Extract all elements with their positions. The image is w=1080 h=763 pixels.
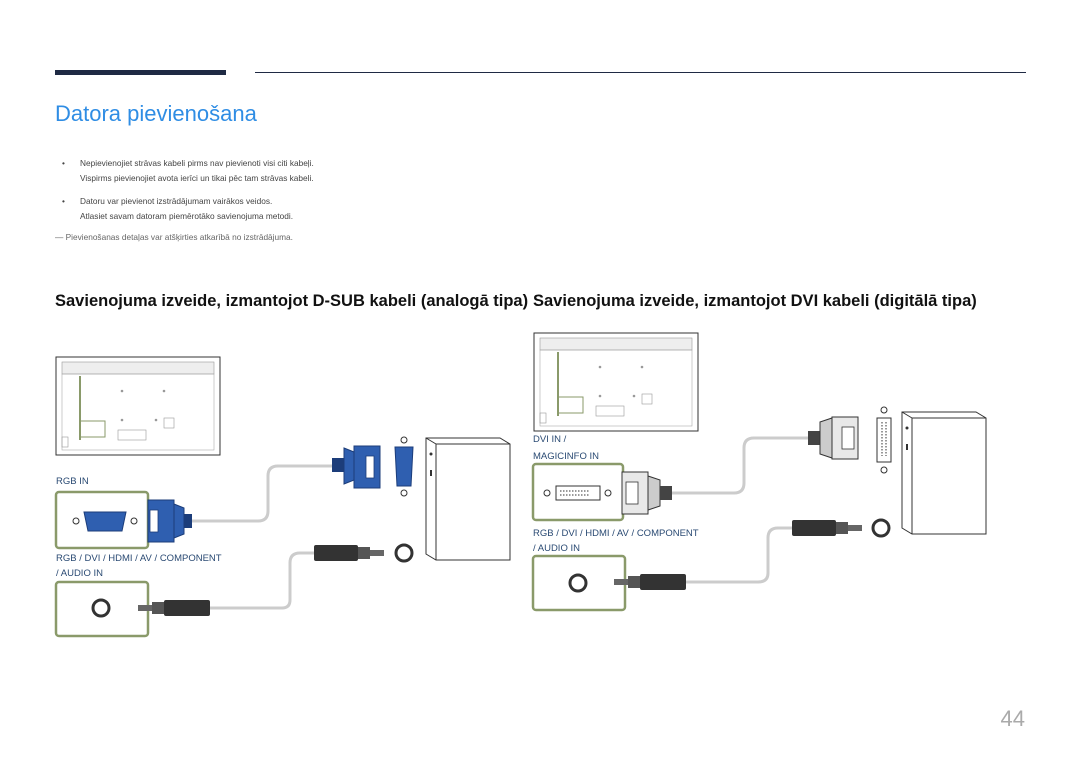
audio-port-panel — [531, 554, 627, 612]
monitor-back-icon — [55, 356, 221, 456]
vga-connector-icon — [147, 499, 192, 543]
bullet-line: Datoru var pievienot izstrādājumam vairā… — [80, 196, 273, 206]
bullet-dot: • — [62, 158, 65, 168]
bullet-item: • Datoru var pievienot izstrādājumam vai… — [62, 194, 314, 224]
audio-port-panel — [54, 580, 150, 638]
port-label-rgb-in: RGB IN — [56, 476, 89, 487]
port-label-audio-line1: RGB / DVI / HDMI / AV / COMPONENT — [56, 553, 222, 564]
pc-tower-icon — [901, 411, 987, 535]
port-label-dvi-line1: DVI IN / — [533, 434, 567, 445]
bullet-item: • Nepievienojiet strāvas kabeli pirms na… — [62, 156, 314, 186]
bullet-list: • Nepievienojiet strāvas kabeli pirms na… — [62, 156, 314, 232]
audio-plug-icon — [138, 600, 210, 616]
dvi-port-icon — [876, 406, 892, 474]
page-title: Datora pievienošana — [55, 101, 257, 126]
bullet-line: Nepievienojiet strāvas kabeli pirms nav … — [80, 158, 314, 168]
header-rule-accent — [55, 70, 226, 75]
bullet-line: Vispirms pievienojiet avota ierīci un ti… — [80, 173, 314, 183]
bullet-dot: • — [62, 196, 65, 206]
port-label-audio-line1: RGB / DVI / HDMI / AV / COMPONENT — [533, 528, 699, 539]
dvi-connector-icon — [808, 416, 859, 460]
port-label-dvi-line2: MAGICINFO IN — [533, 451, 599, 462]
vga-connector-icon — [332, 445, 381, 489]
note: ― Pievienošanas detaļas var atšķirties a… — [55, 232, 293, 242]
pc-tower-icon — [425, 437, 511, 561]
audio-plug-icon — [314, 545, 384, 561]
header-rule — [255, 72, 1026, 73]
bullet-line: Atlasiet savam datoram piemērotāko savie… — [80, 211, 294, 221]
audio-jack-icon — [871, 518, 891, 538]
port-label-audio-line2: / AUDIO IN — [533, 543, 580, 554]
page-number: 44 — [1000, 706, 1025, 731]
audio-plug-icon — [614, 574, 686, 590]
audio-plug-icon — [792, 520, 862, 536]
vga-port-icon — [72, 511, 138, 532]
monitor-back-icon — [533, 332, 699, 432]
port-label-audio-line2: / AUDIO IN — [56, 568, 103, 579]
section-heading-dvi: Savienojuma izveide, izmantojot DVI kabe… — [533, 292, 977, 310]
section-heading-dsub: Savienojuma izveide, izmantojot D-SUB ka… — [55, 292, 529, 310]
dvi-connector-icon — [621, 471, 672, 515]
dvi-port-icon — [543, 485, 612, 501]
audio-jack-icon — [394, 543, 414, 563]
vga-port-icon — [394, 436, 414, 497]
